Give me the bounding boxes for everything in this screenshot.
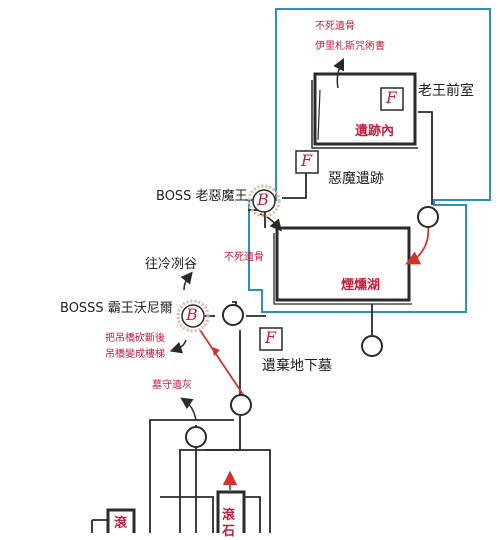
label-rolling-left: 滾 [114, 516, 128, 531]
fog-gate-icon [222, 304, 244, 326]
bonfire-demon-ruins [295, 150, 319, 174]
label-undead-bone-mid: 不死遺骨 [224, 252, 264, 263]
bonfire-icon: F [265, 328, 277, 347]
bonfire-icon: F [301, 151, 313, 170]
label-to-valley: 往冷冽谷 [145, 257, 198, 272]
bonfire-icon: F [386, 88, 398, 107]
boss-marker-havel [176, 299, 210, 333]
fog-gate-icon [417, 206, 439, 228]
label-cut-bridge-2: 吊橋變成樓梯 [105, 349, 165, 360]
fog-gates [185, 206, 439, 448]
label-boss-havel: BOSSS 霸王沃尼爾 [60, 301, 173, 316]
label-ruins-interior: 遺跡內 [355, 124, 395, 139]
arrow-icon [180, 271, 193, 291]
bonfire-ruins [380, 87, 404, 111]
rolling-room-left [106, 508, 136, 533]
fog-gate-icon [230, 394, 252, 416]
region-border-upper [248, 8, 491, 313]
label-undead-bone-top: 不死遺骨 [315, 21, 355, 32]
region-border-inner [246, 9, 277, 201]
label-guardian-ash: 墓守遺灰 [152, 380, 192, 391]
label-old-king-antechamber: 老王前室 [418, 83, 474, 99]
arrow-icon [405, 225, 430, 265]
label-boss-demon-king: BOSS 老惡魔王 [156, 189, 248, 204]
bridge-stairs [199, 329, 249, 403]
red-paths [199, 225, 430, 490]
bonfire-crypt [259, 327, 283, 351]
boss-icon: B [186, 305, 198, 324]
label-iris-scroll: 伊里札斯咒術書 [315, 41, 385, 52]
label-demon-ruins: 惡魔遺跡 [328, 171, 384, 187]
fog-gate-icon [361, 335, 383, 357]
label-smouldering-lake: 煙燻湖 [341, 278, 381, 293]
fog-gate-icon [185, 426, 207, 448]
arrow-icon [169, 339, 187, 354]
boss-icon: B [257, 190, 269, 209]
ruins-interior-room [313, 72, 417, 146]
arrow-icon [180, 397, 197, 421]
label-cut-bridge-1: 把吊橋砍斷後 [105, 333, 165, 344]
label-rolling-center: 滾石 [222, 508, 236, 539]
boss-marker-demon-king [247, 184, 281, 218]
label-abandoned-crypt: 遺棄地下墓 [262, 358, 332, 374]
rolling-room-center [216, 490, 246, 533]
arrow-icon [333, 57, 345, 89]
exit-arrows [169, 57, 345, 421]
